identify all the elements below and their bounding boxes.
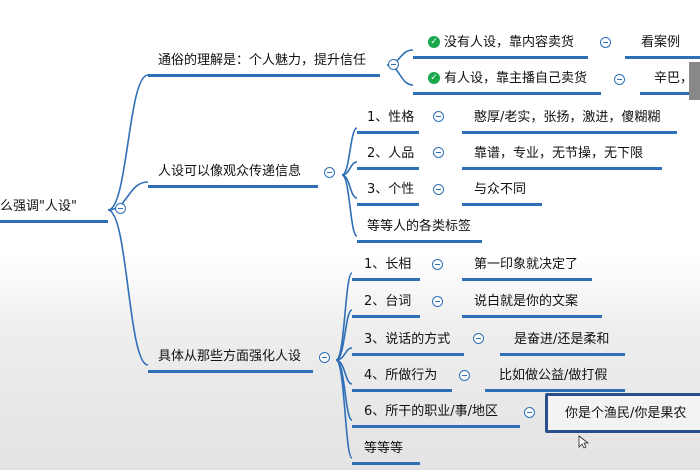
topic-3-2[interactable]: 2、台词 (352, 294, 420, 318)
topic-3-4[interactable]: 4、所做行为 (352, 368, 452, 392)
topic-2-2-label: 2、人品 (367, 146, 415, 161)
topic-3-6-label: 等等等 (364, 441, 404, 456)
topic-3-3-label: 3、说话的方式 (364, 332, 451, 347)
topic-1-2-collapse-icon[interactable] (614, 74, 625, 85)
topic-2-4[interactable]: 等等人的各类标签 (357, 219, 482, 243)
branch-topic-3-label: 具体从那些方面强化人设 (158, 349, 302, 364)
topic-1-1-collapse-icon[interactable] (600, 37, 611, 48)
topic-2-1-label: 1、性格 (367, 110, 415, 125)
topic-3-3-detail-label: 是奋进/还是柔和 (514, 332, 610, 347)
topic-3-2-detail[interactable]: 说白就是你的文案 (462, 294, 602, 318)
topic-2-2-detail-label: 靠谱，专业，无节操，无下限 (474, 146, 644, 161)
topic-1-1-detail[interactable]: 看案例 (625, 35, 700, 59)
topic-2-2-collapse-icon[interactable] (433, 147, 444, 158)
selected-topic-frame[interactable]: 你是个渔民/你是果农 (545, 393, 700, 433)
topic-3-2-detail-label: 说白就是你的文案 (474, 294, 579, 309)
topic-2-2[interactable]: 2、人品 (357, 146, 419, 170)
branch-topic-2-label: 人设可以像观众传递信息 (158, 164, 302, 179)
topic-2-3[interactable]: 3、个性 (357, 182, 419, 206)
branch-topic-1-label: 通俗的理解是：个人魅力，提升信任 (158, 53, 367, 68)
topic-2-3-detail-label: 与众不同 (474, 182, 527, 197)
topic-1-2[interactable]: ✓ 有人设，靠主播自己卖货 (413, 71, 601, 95)
topic-2-3-label: 3、个性 (367, 182, 415, 197)
branch-topic-3[interactable]: 具体从那些方面强化人设 (148, 349, 313, 373)
topic-1-1[interactable]: ✓ 没有人设，靠内容卖货 (413, 35, 588, 59)
topic-2-1-detail-label: 憨厚/老实，张扬，激进，傻糊糊 (474, 110, 661, 125)
topic-1-1-detail-label: 看案例 (641, 35, 681, 50)
topic-2-3-detail[interactable]: 与众不同 (462, 182, 542, 206)
topic-3-2-label: 2、台词 (364, 294, 412, 309)
topic-2-3-collapse-icon[interactable] (433, 184, 444, 195)
check-icon: ✓ (428, 71, 440, 84)
topic-1-1-label: 没有人设，靠内容卖货 (444, 35, 575, 50)
branch-1-collapse-icon[interactable] (388, 59, 399, 70)
topic-3-2-collapse-icon[interactable] (432, 296, 443, 307)
branch-3-collapse-icon[interactable] (319, 352, 330, 363)
topic-1-2-detail[interactable]: 辛巴，散 (640, 71, 700, 95)
branch-2-collapse-icon[interactable] (324, 167, 335, 178)
topic-3-4-label: 4、所做行为 (364, 368, 438, 383)
topic-3-5-collapse-icon[interactable] (524, 407, 535, 418)
mouse-cursor-icon (578, 435, 590, 449)
topic-3-5[interactable]: 6、所干的职业/事/地区 (352, 404, 520, 428)
branch-topic-1[interactable]: 通俗的理解是：个人魅力，提升信任 (148, 53, 380, 77)
topic-2-4-label: 等等人的各类标签 (367, 219, 472, 234)
topic-3-1-detail-label: 第一印象就决定了 (474, 257, 579, 272)
topic-2-1-collapse-icon[interactable] (433, 111, 444, 122)
topic-3-1-detail[interactable]: 第一印象就决定了 (462, 257, 592, 281)
check-icon: ✓ (428, 35, 440, 48)
topic-2-1-detail[interactable]: 憨厚/老实，张扬，激进，傻糊糊 (462, 110, 677, 134)
topic-3-5-label: 6、所干的职业/事/地区 (364, 404, 499, 419)
topic-3-1-label: 1、长相 (364, 257, 412, 272)
root-collapse-icon[interactable] (115, 203, 126, 214)
topic-3-3-detail[interactable]: 是奋进/还是柔和 (500, 332, 625, 356)
topic-3-1[interactable]: 1、长相 (352, 257, 420, 281)
topic-3-4-collapse-icon[interactable] (459, 370, 470, 381)
root-topic[interactable]: 么强调"人设" (0, 199, 108, 223)
topic-2-1[interactable]: 1、性格 (357, 110, 419, 134)
topic-3-1-collapse-icon[interactable] (432, 259, 443, 270)
topic-1-2-detail-label: 辛巴，散 (654, 71, 700, 86)
branch-topic-2[interactable]: 人设可以像观众传递信息 (148, 164, 318, 188)
topic-3-4-detail-label: 比如做公益/做打假 (499, 368, 608, 383)
topic-3-4-detail[interactable]: 比如做公益/做打假 (485, 368, 625, 392)
topic-3-3-collapse-icon[interactable] (473, 333, 484, 344)
vertical-scrollbar[interactable] (689, 62, 700, 100)
topic-3-5-detail-label[interactable]: 你是个渔民/你是果农 (565, 406, 687, 421)
topic-1-2-label: 有人设，靠主播自己卖货 (444, 71, 588, 86)
topic-3-3[interactable]: 3、说话的方式 (352, 332, 464, 356)
topic-3-6[interactable]: 等等等 (352, 441, 420, 465)
root-topic-label: 么强调"人设" (0, 199, 77, 214)
topic-2-2-detail[interactable]: 靠谱，专业，无节操，无下限 (462, 146, 662, 170)
